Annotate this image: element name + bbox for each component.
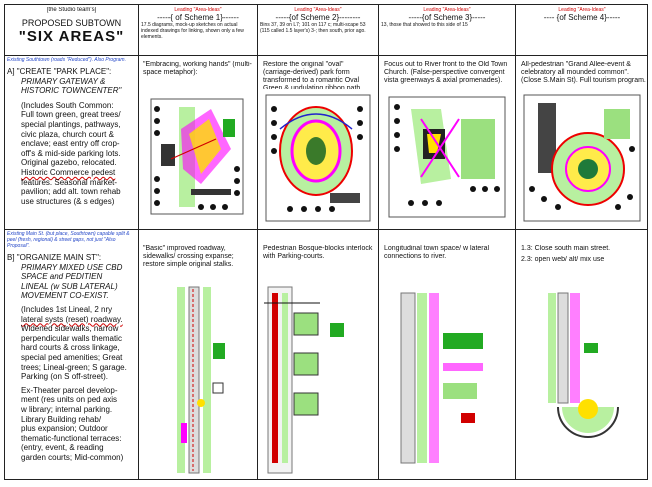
scheme-4-plan-b bbox=[548, 292, 619, 438]
six-areas-title: "SIX AREAS" bbox=[18, 28, 125, 45]
scheme-2-plan-b bbox=[264, 286, 344, 474]
scheme-1-note: 17.5 diagrams, mock-up sketches on actua… bbox=[141, 22, 244, 40]
row-b-body-1: (Includes 1st Lineal, 2 nry bbox=[21, 304, 113, 314]
row-divider bbox=[5, 55, 647, 56]
column-divider bbox=[378, 5, 379, 479]
row-b-body-11: w library; internal parking. bbox=[21, 404, 113, 414]
scheme-2-plan-a bbox=[265, 94, 371, 222]
row-a-body-8: Historic Commerce pedest bbox=[21, 167, 116, 177]
scheme-3-title: -----{of Scheme 3}----- bbox=[408, 13, 486, 22]
row-b-scheme-4-caption-1: 1.3: Close south main street. bbox=[521, 245, 611, 252]
row-b-scheme-1-caption: "Basic" improved roadway, sidewalks/ cro… bbox=[143, 245, 234, 268]
header-scheme-2: Leading "Area-Ideas" -----{of Scheme 2}-… bbox=[260, 7, 376, 55]
row-b-scheme-2-caption: Pedestrian Bosque-blocks interlock with … bbox=[263, 245, 373, 260]
row-b-body-12: Library Building rehab/ bbox=[21, 414, 102, 424]
scheme-1-label: Leading "Area-Ideas" bbox=[174, 7, 222, 13]
row-a-body-4: civic plaza, church court & bbox=[21, 129, 114, 139]
scheme-3-plan-a bbox=[388, 96, 506, 218]
column-divider bbox=[138, 5, 139, 479]
scheme-3-label: Leading "Area-Ideas" bbox=[423, 7, 471, 13]
column-divider bbox=[257, 5, 258, 479]
row-a-body-3: special plantings, pathways, bbox=[21, 119, 121, 129]
row-b-heading-3: SPACE and PEDITIEN bbox=[21, 272, 103, 282]
scheme-1-plan-a bbox=[150, 98, 244, 215]
row-b-body-5: hard courts & cross linkage, bbox=[21, 343, 120, 353]
row-b-body-9: Ex-Theater parcel develop- bbox=[21, 385, 118, 395]
row-b-body-2: lateral systs (reset) roadway. bbox=[21, 314, 123, 324]
proposed-title: PROPOSED SUBTOWN bbox=[21, 18, 122, 28]
row-a-body-9: features. Seasonal market- bbox=[21, 177, 118, 187]
row-b-heading-4: LINEAL (w SUB LATERAL) bbox=[21, 281, 118, 291]
row-a-body-2: Full town green, great trees/ bbox=[21, 110, 121, 120]
row-a-body-7: Original gazebo, relocated. bbox=[21, 158, 117, 168]
row-a-body-1: (Includes South Common: bbox=[21, 100, 114, 110]
scheme-table: [the Studio team's] PROPOSED SUBTOWN "SI… bbox=[4, 4, 648, 480]
row-b-scheme-3-caption: Longitudinal town space/ w lateral conne… bbox=[384, 245, 490, 260]
row-b-body-10: ment (res units on ped axis bbox=[21, 395, 118, 405]
row-b-body-4: perpendicular walls thematic bbox=[21, 333, 122, 343]
row-b-heading-5: MOVEMENT CO-EXIST. bbox=[21, 291, 109, 301]
scheme-1-title: -----{ of Scheme 1}------ bbox=[157, 13, 239, 22]
header-scheme-4: Leading "Area-Ideas" ---- {of Scheme 4}-… bbox=[518, 7, 646, 55]
row-b-body-15: (entry, event, & reading bbox=[21, 443, 104, 453]
column-divider bbox=[515, 5, 516, 479]
row-a-heading-2: PRIMARY GATEWAY & bbox=[21, 76, 106, 86]
row-a-body-5: enclave; east entry off crop- bbox=[21, 139, 120, 149]
scheme-2-note: Bins 37, 39 on L7; 101 on 117 c; multi-s… bbox=[260, 22, 366, 34]
row-b-description: Existing Main St. (but place, Southtown)… bbox=[7, 231, 137, 479]
row-a-note: Existing Southtown (roads "Reduced"). Al… bbox=[7, 57, 126, 63]
scheme-3-note: 13, those that showed to this side of 15 bbox=[381, 22, 468, 28]
row-b-note: Existing Main St. (but place, Southtown)… bbox=[7, 231, 130, 249]
studio-label: [the Studio team's] bbox=[46, 7, 97, 13]
scheme-1-plan-b bbox=[177, 286, 225, 474]
scheme-4-plan-a bbox=[523, 94, 641, 222]
row-a-scheme-1-caption: "Embracing, working hands" (multi-space … bbox=[143, 61, 252, 76]
header-scheme-1: Leading "Area-Ideas" -----{ of Scheme 1}… bbox=[141, 7, 255, 55]
row-b-body-6: special ped amenities; Great bbox=[21, 352, 123, 362]
row-a-description: Existing Southtown (roads "Reduced"). Al… bbox=[7, 57, 137, 227]
row-b-heading-1: B] "ORGANIZE MAIN ST": bbox=[7, 253, 102, 262]
row-b-body-7: trees; Lineal-green; S garage. bbox=[21, 362, 127, 372]
scheme-2-label: Leading "Area-Ideas" bbox=[294, 7, 342, 13]
header-scheme-3: Leading "Area-Ideas" -----{of Scheme 3}-… bbox=[381, 7, 513, 55]
row-b-body-8: Parking (on S off-street). bbox=[21, 372, 108, 382]
row-b-body-16: garden courts; Mid-common) bbox=[21, 452, 124, 462]
row-a-scheme-3-caption: Focus out to River front to the Old Town… bbox=[384, 61, 508, 84]
scheme-3-plan-b bbox=[400, 292, 483, 464]
row-a-scheme-2-caption: Restore the original "oval" (carriage-de… bbox=[263, 61, 363, 89]
scheme-4-label: Leading "Area-Ideas" bbox=[558, 7, 606, 13]
row-a-body-6: off's & mid-side parking lots. bbox=[21, 148, 121, 158]
scheme-4-title: ---- {of Scheme 4}----- bbox=[543, 13, 621, 22]
row-a-scheme-4-caption: All-pedestrian "Grand Allee-event & cele… bbox=[521, 61, 646, 84]
row-b-body-14: thematic-functional terraces: bbox=[21, 433, 122, 443]
row-a-body-10: pavilion; add alt. town rehab bbox=[21, 187, 121, 197]
row-a-body-11: use structures (& s edges) bbox=[21, 196, 115, 206]
header-title-cell: [the Studio team's] PROPOSED SUBTOWN "SI… bbox=[7, 7, 136, 55]
row-b-body-3: Widened sidewalks, narrow bbox=[21, 324, 119, 334]
scheme-2-title: -----{of Scheme 2}-------- bbox=[275, 13, 361, 22]
row-divider bbox=[5, 229, 647, 230]
row-a-heading-1: A] "CREATE "PARK PLACE": bbox=[7, 67, 112, 76]
row-b-heading-2: PRIMARY MIXED USE CBD bbox=[21, 262, 123, 272]
row-b-scheme-4-caption-2: 2.3: open web/ alt/ mix use bbox=[521, 256, 605, 263]
row-a-heading-3: HISTORIC TOWNCENTER" bbox=[21, 86, 122, 96]
row-b-body-13: plus expansion; Outdoor bbox=[21, 424, 108, 434]
